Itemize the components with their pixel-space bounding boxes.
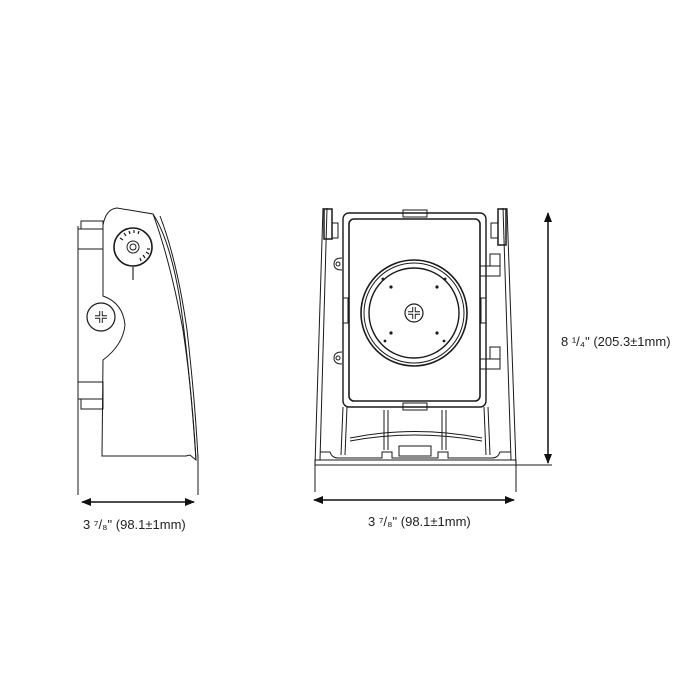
mounting-plate-inner (368, 267, 460, 359)
lower-ribs (340, 406, 491, 456)
side-lens-curve (152, 213, 197, 461)
left-panel-tab (342, 297, 349, 324)
right-clip-bottom-base (479, 358, 501, 370)
left-hinge-pin (331, 222, 339, 239)
right-hinge-block (497, 208, 507, 246)
bottom-profile (320, 451, 511, 459)
side-screw-icon (86, 302, 116, 332)
front-width-label: 3 ⁷/₈" (98.1±1mm) (368, 514, 471, 529)
center-screw-icon (404, 303, 424, 323)
top-bracket (80, 220, 104, 230)
tilt-dial-icon (113, 227, 153, 267)
mounting-holes (381, 277, 447, 343)
right-hinge-pin (490, 222, 499, 239)
tilt-dial-center (126, 240, 140, 254)
bottom-handle (398, 445, 432, 457)
front-base-plate (314, 459, 517, 466)
right-clip-top (489, 253, 501, 267)
bottom-bracket-base (77, 381, 104, 400)
bottom-latch (402, 402, 428, 411)
right-clip-top-base (479, 265, 501, 277)
right-clip-bottom (489, 346, 501, 360)
right-panel-tab (480, 297, 487, 324)
side-lens-curve-outer (159, 215, 199, 459)
bottom-bracket (80, 398, 104, 410)
tilt-dial-ticks (119, 230, 150, 262)
top-bracket-base (77, 228, 104, 250)
left-tab-top (333, 257, 343, 271)
side-body-outline (101, 207, 197, 462)
side-width-label: 3 ⁷/₈" (98.1±1mm) (83, 517, 186, 532)
front-height-label: 8 ¹/₄" (205.3±1mm) (561, 334, 671, 349)
left-hinge-block (323, 208, 333, 240)
tilt-dial-hub (129, 243, 137, 251)
top-latch (402, 209, 428, 218)
front-panel (348, 218, 481, 402)
mounting-plate-outer (360, 259, 468, 367)
left-tab-bottom (333, 351, 343, 365)
mounting-plate-ring (363, 262, 465, 364)
front-view (314, 207, 552, 492)
side-view (77, 207, 199, 495)
